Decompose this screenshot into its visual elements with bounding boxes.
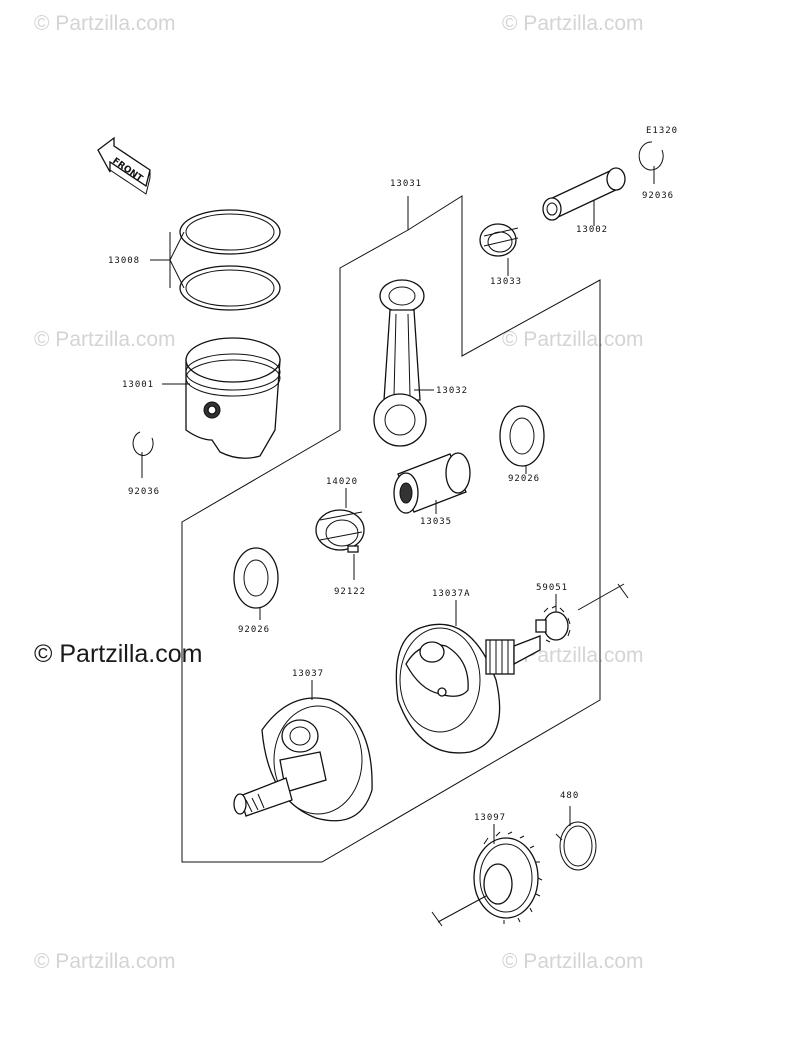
label-13031: 13031 (390, 179, 422, 189)
crankpin (393, 452, 471, 514)
assembly-boundary (181, 195, 601, 863)
label-59051: 59051 (536, 583, 568, 593)
watermark: © Partzilla.com (502, 12, 644, 35)
crankshaft-half-left (233, 697, 373, 822)
break-line (577, 583, 625, 611)
label-92026-left: 92026 (238, 625, 270, 635)
gear-59051 (535, 605, 571, 643)
front-arrow-icon: FRONT (97, 136, 151, 195)
label-92036-left: 92036 (128, 487, 160, 497)
label-13001: 13001 (122, 380, 154, 390)
watermark: © Partzilla.com (34, 12, 176, 35)
break-line (437, 895, 487, 923)
needle-bearing-top (479, 223, 519, 257)
circlip-left (132, 431, 154, 456)
piston-pin (542, 167, 626, 221)
label-480: 480 (560, 791, 579, 801)
piston (185, 337, 281, 459)
diagram-code: E1320 (646, 126, 678, 136)
crankshaft-half-right (395, 623, 541, 754)
thrust-washer-left (233, 547, 279, 609)
watermark: © Partzilla.com (34, 950, 176, 973)
label-13032: 13032 (436, 386, 468, 396)
label-13097: 13097 (474, 813, 506, 823)
gear-13097 (473, 831, 543, 924)
piston-rings (150, 209, 281, 311)
snap-ring-480 (555, 821, 597, 871)
label-92122: 92122 (334, 587, 366, 597)
label-92036-right: 92036 (642, 191, 674, 201)
watermark-main: © Partzilla.com (34, 640, 203, 668)
label-13002: 13002 (576, 225, 608, 235)
circlip-right (638, 141, 664, 171)
pin-92122 (347, 545, 359, 553)
label-13008: 13008 (108, 256, 140, 266)
thrust-washer-right (499, 405, 545, 467)
watermark: © Partzilla.com (502, 328, 644, 351)
label-13037A: 13037A (432, 589, 471, 599)
needle-bearing-lower (315, 509, 365, 551)
label-13033: 13033 (490, 277, 522, 287)
watermark: © Partzilla.com (34, 328, 176, 351)
label-92026-right: 92026 (508, 474, 540, 484)
connecting-rod (373, 279, 427, 447)
label-14020: 14020 (326, 477, 358, 487)
watermark: © Partzilla.com (502, 950, 644, 973)
label-13035: 13035 (420, 517, 452, 527)
label-13037: 13037 (292, 669, 324, 679)
